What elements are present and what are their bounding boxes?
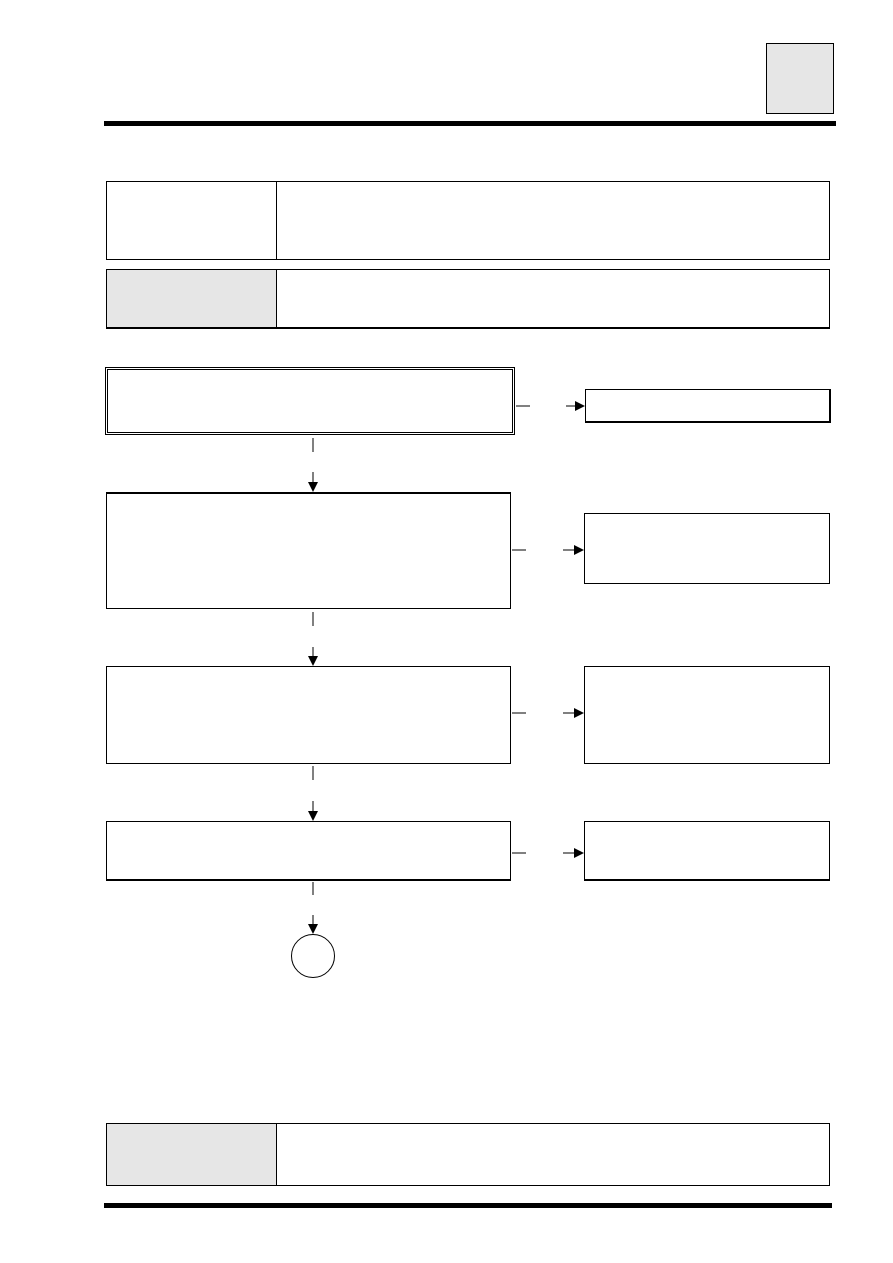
info-label-cell-1 (107, 182, 277, 259)
info-table-row-2 (106, 269, 830, 329)
flow-result-1 (585, 389, 831, 423)
flow-step-3 (106, 666, 511, 764)
flow-step-1 (105, 367, 515, 435)
header-rule (104, 121, 836, 126)
flow-step-2 (106, 492, 511, 609)
flow-result-3 (584, 666, 830, 764)
flow-result-2 (584, 513, 830, 584)
footer-value-cell (277, 1124, 829, 1185)
flow-end-terminator (291, 934, 335, 978)
footer-rule (104, 1203, 832, 1208)
info-table-row-1 (106, 181, 830, 260)
flow-step-4 (106, 821, 511, 881)
page-tab (766, 43, 834, 114)
info-label-cell-2 (107, 270, 277, 327)
footer-label-cell (107, 1124, 277, 1185)
footer-table (106, 1123, 830, 1186)
flow-result-4 (584, 821, 830, 881)
